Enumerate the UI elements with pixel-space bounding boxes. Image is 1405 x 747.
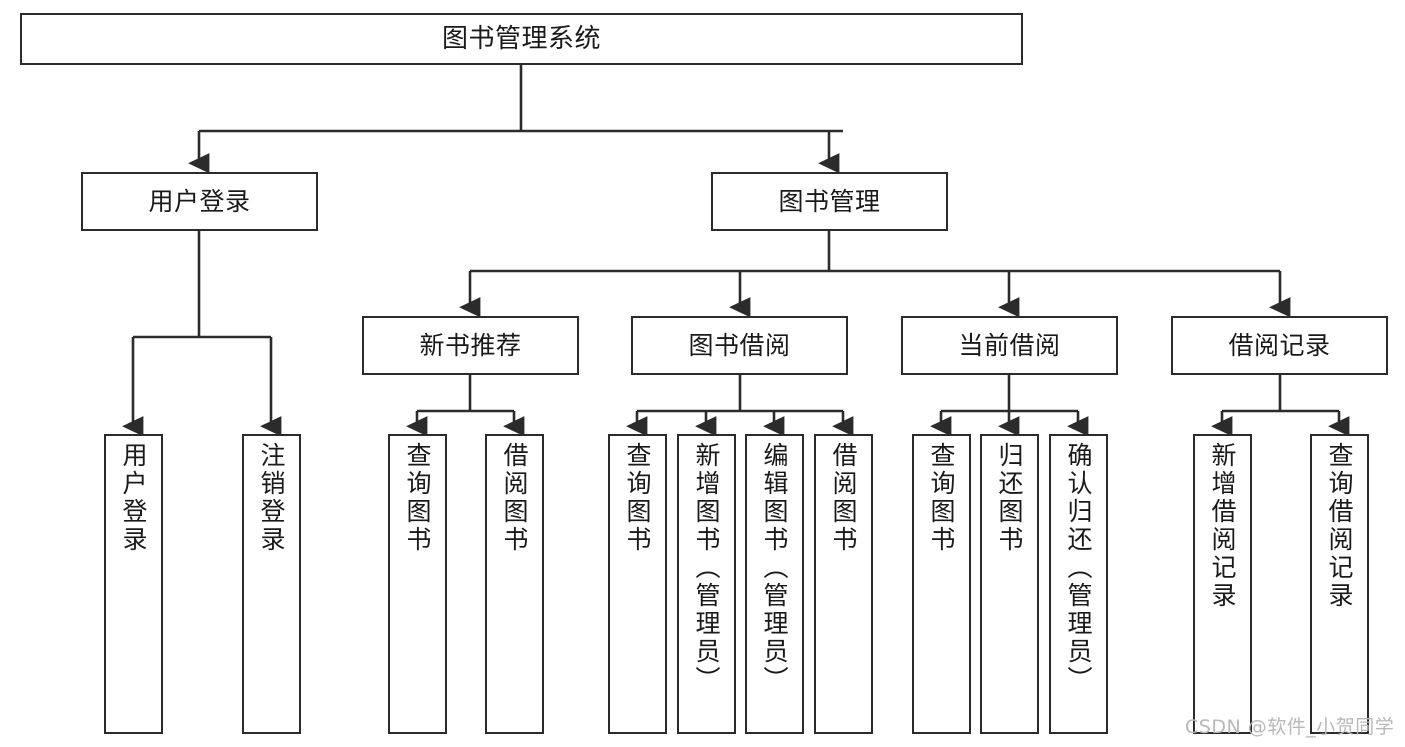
node-label: 图书借阅 [688,330,791,360]
leaf-add-book-admin[interactable]: 新增图书（管理员） [677,434,736,734]
node-label: 编辑图书（管理员） [760,442,789,694]
node-label: 新增借阅记录 [1208,442,1237,610]
watermark-text: CSDN @软件_小贺同学 [1185,716,1395,738]
leaf-logout[interactable]: 注销登录 [242,434,301,734]
node-label: 确认归还（管理员） [1064,442,1093,694]
node-root-system[interactable]: 图书管理系统 [20,13,1023,65]
leaf-edit-book-admin[interactable]: 编辑图书（管理员） [745,434,804,734]
node-label: 用户登录 [148,186,251,216]
leaf-confirm-return-admin[interactable]: 确认归还（管理员） [1049,434,1108,734]
leaf-return-book[interactable]: 归还图书 [980,434,1039,734]
node-new-book-recommend[interactable]: 新书推荐 [362,316,579,375]
leaf-query-borrow-record[interactable]: 查询借阅记录 [1310,434,1369,734]
leaf-add-borrow-record[interactable]: 新增借阅记录 [1193,434,1252,734]
node-label: 借阅图书 [829,442,858,554]
leaf-borrow-book[interactable]: 借阅图书 [814,434,873,734]
node-label: 图书管理系统 [441,23,601,54]
leaf-user-login[interactable]: 用户登录 [104,434,163,734]
leaf-borrow-book-new[interactable]: 借阅图书 [485,434,544,734]
leaf-query-book-current[interactable]: 查询图书 [912,434,971,734]
node-label: 新增图书（管理员） [692,442,721,694]
node-book-borrow[interactable]: 图书借阅 [631,316,848,375]
node-label: 借阅记录 [1228,330,1331,360]
node-label: 查询借阅记录 [1325,442,1354,610]
node-label: 注销登录 [257,442,286,554]
leaf-query-book-new[interactable]: 查询图书 [388,434,447,734]
node-user-login[interactable]: 用户登录 [81,172,318,231]
node-label: 用户登录 [119,442,148,554]
node-label: 新书推荐 [419,330,522,360]
node-book-management[interactable]: 图书管理 [711,172,948,231]
node-label: 查询图书 [927,442,956,554]
node-label: 借阅图书 [500,442,529,554]
leaf-query-book-borrow[interactable]: 查询图书 [608,434,667,734]
node-borrow-record[interactable]: 借阅记录 [1171,316,1388,375]
node-label: 当前借阅 [958,330,1061,360]
node-label: 归还图书 [995,442,1024,554]
node-label: 图书管理 [778,186,881,216]
node-label: 查询图书 [623,442,652,554]
node-current-borrow[interactable]: 当前借阅 [901,316,1118,375]
node-label: 查询图书 [403,442,432,554]
